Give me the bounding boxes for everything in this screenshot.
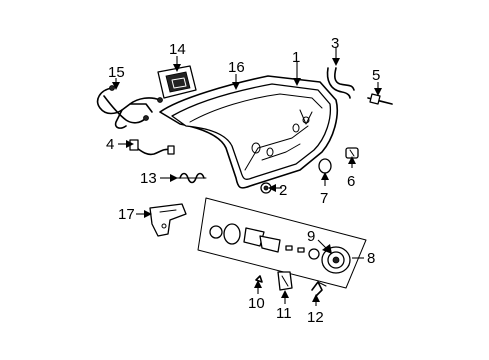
callout-2: 2	[279, 182, 287, 199]
release-cable	[129, 139, 175, 156]
pin	[255, 275, 263, 283]
clip	[277, 271, 293, 291]
bracket	[311, 281, 327, 297]
callout-3: 3	[331, 35, 339, 52]
callout-12: 12	[307, 309, 324, 326]
callout-1: 1	[292, 49, 300, 66]
wire-harness	[96, 85, 163, 129]
latch-cover	[157, 65, 197, 99]
callout-11: 11	[276, 305, 292, 322]
hinge-bracket	[149, 203, 187, 237]
lock-assembly-box	[197, 197, 367, 289]
spring	[175, 172, 207, 184]
leader-lines	[112, 48, 382, 306]
callout-8: 8	[367, 250, 375, 267]
callout-4: 4	[106, 136, 114, 153]
callout-7: 7	[320, 190, 328, 207]
callout-17: 17	[118, 206, 135, 223]
callout-9: 9	[307, 228, 315, 245]
callout-labels: 1 2 3 4 5 6 7 8 9 10 11 12 13 14 15 16 1…	[106, 35, 380, 326]
callout-6: 6	[347, 173, 355, 190]
callout-5: 5	[372, 67, 380, 84]
stay-rod	[367, 93, 393, 105]
cap	[318, 158, 332, 174]
callout-10: 10	[248, 295, 265, 312]
callout-14: 14	[169, 41, 186, 58]
drain-hose	[326, 67, 355, 99]
trunk-lid	[159, 75, 338, 189]
callout-13: 13	[140, 170, 157, 187]
callout-16: 16	[228, 59, 245, 76]
callout-15: 15	[108, 64, 125, 81]
